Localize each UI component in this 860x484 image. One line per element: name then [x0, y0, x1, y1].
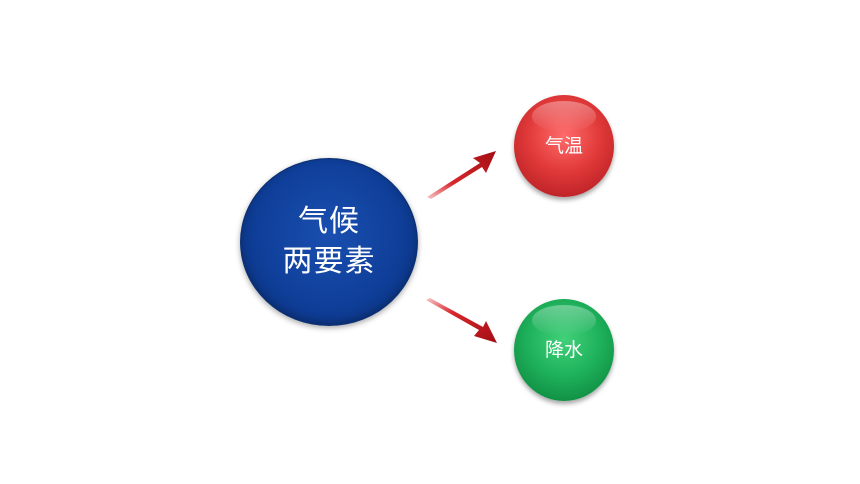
arrow-to-temperature [427, 151, 496, 199]
main-node-label-line2: 两要素 [282, 244, 376, 279]
main-node-climate-two-elements: 气候 两要素 [240, 158, 418, 326]
node-precipitation: 降水 [514, 299, 614, 401]
main-node-label-line1: 气候 [298, 204, 360, 239]
arrow-to-precipitation [426, 298, 497, 343]
node-temperature-label: 气温 [544, 135, 583, 157]
main-node-label: 气候 两要素 [283, 202, 376, 282]
node-temperature: 气温 [514, 95, 614, 197]
node-precipitation-label: 降水 [544, 339, 583, 361]
